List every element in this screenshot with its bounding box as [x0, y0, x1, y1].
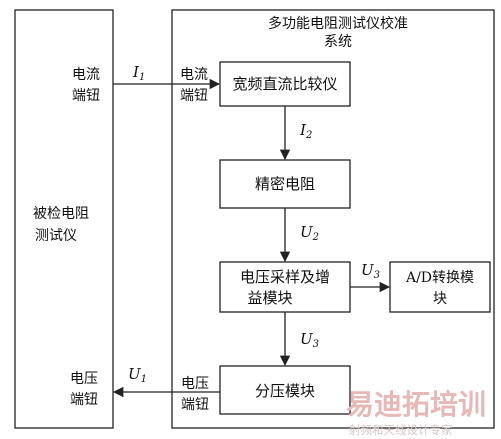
amp-label-line1: 电压采样及增 — [240, 268, 330, 286]
signal-i1: I1 — [132, 63, 145, 83]
system-voltage-port-line2: 端钮 — [181, 397, 209, 413]
watermark-sub: 射频和天线设计专家 — [349, 423, 453, 437]
signal-u3-divider: U3 — [300, 330, 319, 350]
adc-label-line2: 块 — [433, 291, 447, 307]
signal-i2: I2 — [299, 121, 312, 141]
divider-block — [219, 365, 351, 415]
adc-label-line1: A/D转换模 — [405, 269, 474, 286]
system-title-line1: 多功能电阻测试仪校准 — [268, 15, 408, 32]
divider-label: 分压模块 — [255, 382, 315, 400]
tester-current-terminal-line2: 端钮 — [72, 88, 100, 104]
system-title-line2: 系统 — [324, 34, 352, 50]
resistor-label: 精密电阻 — [255, 175, 315, 193]
tester-voltage-terminal-line2: 端钮 — [70, 392, 98, 408]
tester-box — [14, 9, 114, 429]
system-voltage-port-line1: 电压 — [181, 376, 209, 392]
resistor-block — [219, 159, 351, 209]
comparator-block — [219, 61, 351, 107]
comparator-label: 宽频直流比较仪 — [232, 75, 337, 93]
tester-label-line2: 测试仪 — [35, 228, 77, 244]
tester-voltage-terminal-line1: 电压 — [70, 371, 98, 387]
watermark-main: 易迪拓培训 — [346, 388, 486, 421]
signal-u3-adc: U3 — [361, 261, 380, 281]
amp-label-line2: 益模块 — [247, 289, 292, 307]
tester-current-terminal-line1: 电流 — [72, 67, 100, 83]
signal-u1: U1 — [128, 365, 147, 385]
system-current-port-line2: 端钮 — [180, 88, 208, 104]
signal-u2: U2 — [300, 223, 319, 243]
tester-label-line1: 被检电阻 — [33, 206, 89, 222]
system-current-port-line1: 电流 — [180, 67, 208, 83]
